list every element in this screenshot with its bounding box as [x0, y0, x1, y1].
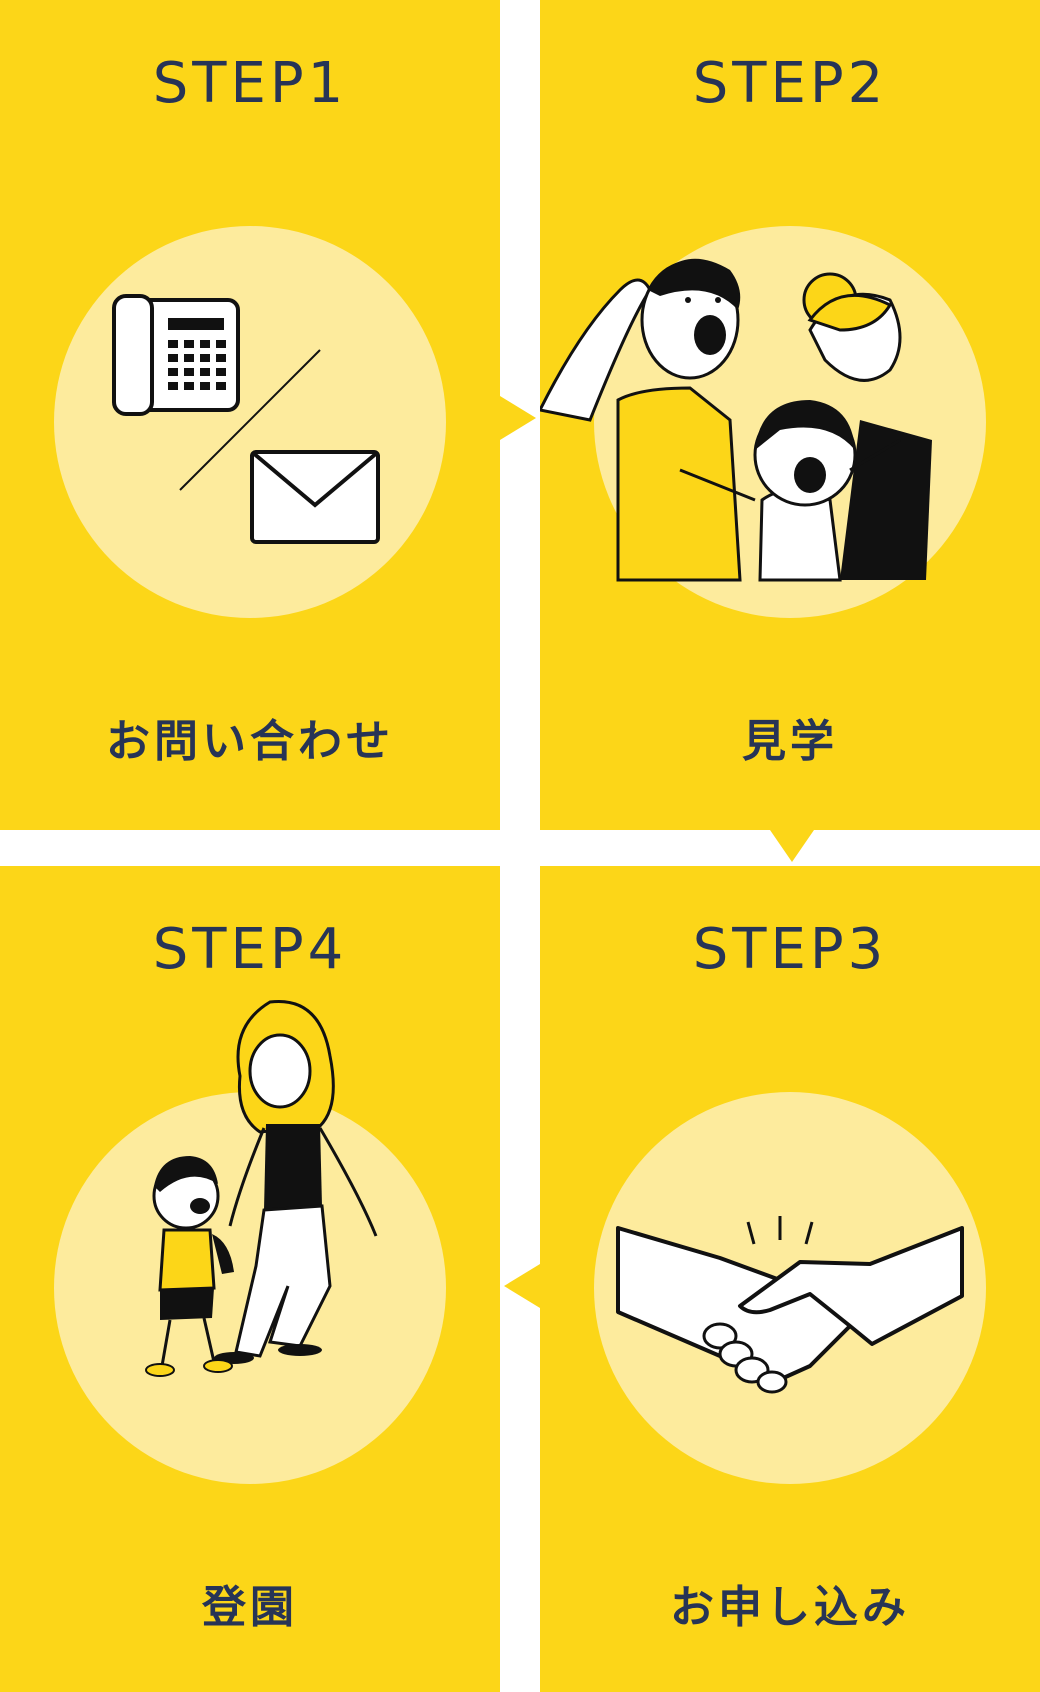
arrow-left-icon: [504, 1264, 540, 1308]
step1-circle: [54, 226, 446, 618]
step4-card: STEP4 登園: [0, 866, 500, 1692]
telephone-icon: [112, 294, 240, 416]
step3-card: STEP3 お申し込み: [540, 866, 1040, 1692]
slash-divider: [179, 349, 321, 491]
arrow-down-icon: [770, 830, 814, 862]
family-illustration: [540, 258, 932, 582]
arrow-right-icon: [500, 396, 536, 440]
step2-card: STEP2 見学: [540, 0, 1040, 830]
step2-label: 見学: [742, 716, 838, 767]
parent-child-walking-illustration: [145, 999, 378, 1377]
step1-illustration: [112, 294, 380, 544]
step1-label: お問い合わせ: [106, 716, 394, 767]
step4-label: 登園: [202, 1582, 298, 1633]
step2-title: STEP2: [692, 51, 888, 116]
envelope-icon: [250, 450, 380, 544]
step4-title: STEP4: [152, 917, 348, 982]
step3-title: STEP3: [692, 917, 888, 982]
step1-title: STEP1: [152, 51, 348, 116]
handshake-icon: [616, 1216, 964, 1394]
step3-label: お申し込み: [670, 1582, 910, 1633]
step1-card: STEP1 お問い合わせ: [0, 0, 500, 830]
